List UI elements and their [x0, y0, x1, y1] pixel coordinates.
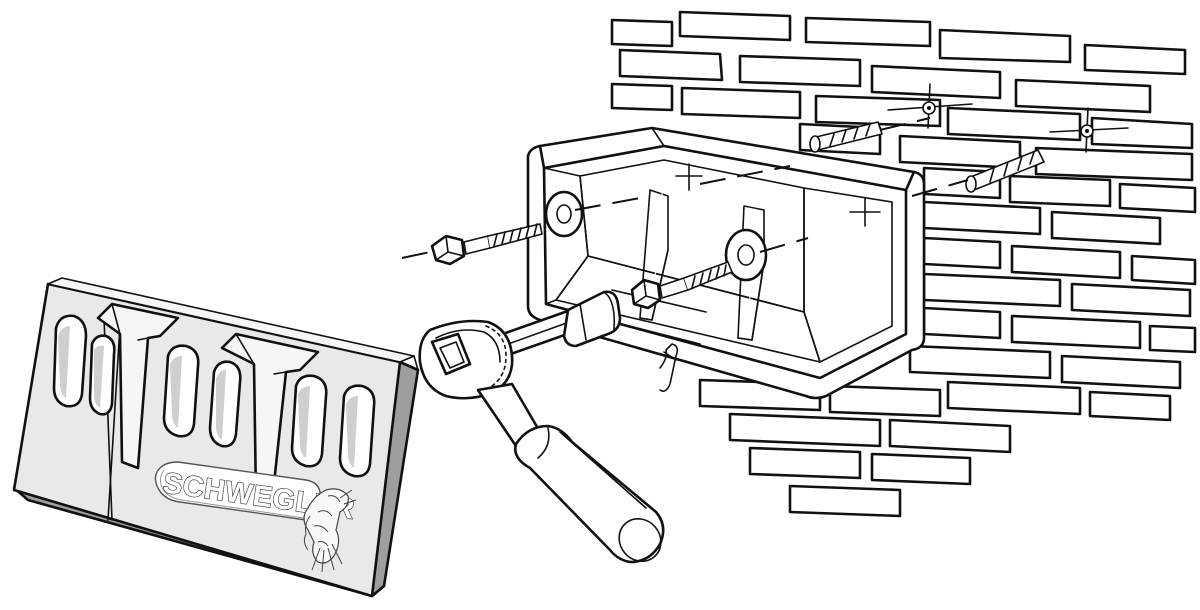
nest-box-frame [526, 126, 926, 400]
wall-plug-lower [965, 149, 1045, 193]
drill-hole-marks [887, 83, 1129, 153]
front-board-slots [52, 314, 376, 478]
ratchet-wrench-tool [418, 290, 665, 564]
bolt-left [430, 223, 543, 266]
alignment-lines [401, 117, 969, 259]
brick-wall [610, 10, 1197, 518]
washer-right [724, 228, 768, 282]
bolt-right [630, 261, 733, 310]
swallow-bird-icon [303, 488, 357, 573]
slot-1 [52, 314, 88, 408]
wall-plug-upper [809, 121, 883, 153]
washer-left [544, 190, 584, 238]
